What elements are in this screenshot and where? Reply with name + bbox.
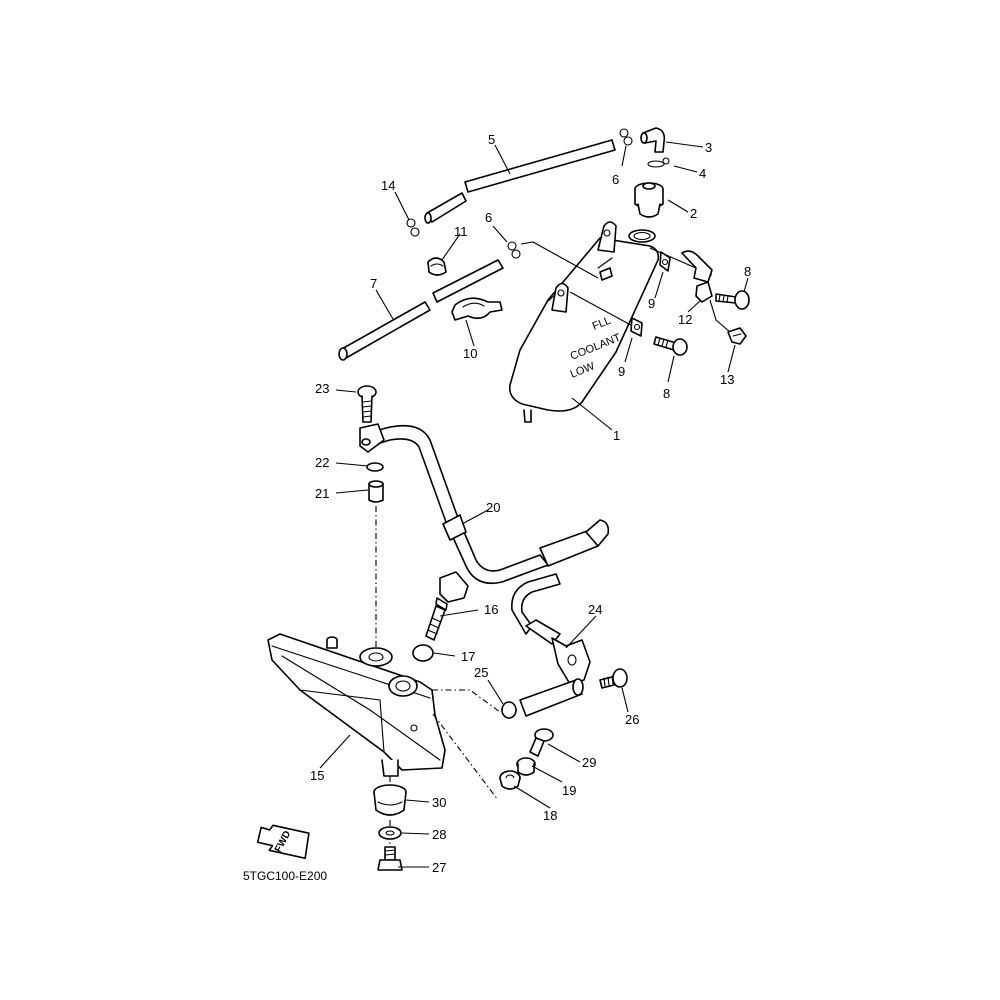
o-ring-17	[412, 644, 434, 662]
callout-18: 18	[543, 808, 557, 823]
clamp-10	[451, 297, 503, 321]
bolt-8-lower	[653, 336, 688, 356]
bracket-12	[681, 250, 713, 303]
callout-12: 12	[678, 312, 692, 327]
callout-9-lower: 9	[618, 364, 625, 379]
callout-25: 25	[474, 665, 488, 680]
clamp-6-lower	[507, 241, 521, 259]
clamp-6-upper	[619, 128, 633, 146]
oil-tank-15	[267, 633, 446, 777]
callout-6-upper: 6	[612, 172, 619, 187]
callout-26: 26	[625, 712, 639, 727]
callout-20: 20	[486, 500, 500, 515]
hose-5	[424, 139, 616, 224]
callout-5: 5	[488, 132, 495, 147]
o-ring-25	[501, 701, 517, 719]
hose-7	[338, 259, 504, 361]
collar-19	[516, 757, 536, 776]
bolt-8-upper	[715, 290, 750, 310]
stay-9-upper	[659, 251, 671, 272]
callout-8-upper: 8	[744, 264, 751, 279]
callout-19: 19	[562, 783, 576, 798]
callout-3: 3	[705, 140, 712, 155]
pipe-24	[511, 573, 591, 717]
callout-28: 28	[432, 827, 446, 842]
callout-11: 11	[454, 224, 468, 239]
callout-16: 16	[484, 602, 498, 617]
callout-10: 10	[463, 346, 477, 361]
callout-4: 4	[699, 166, 706, 181]
stay-9-lower	[630, 317, 643, 337]
dipstick-16	[425, 571, 469, 641]
clip-13	[727, 327, 747, 345]
callout-24: 24	[588, 602, 602, 617]
washer-28	[378, 826, 402, 840]
callout-21: 21	[315, 486, 329, 501]
cap-2	[634, 182, 664, 218]
callout-15: 15	[310, 768, 324, 783]
callout-6-lower: 6	[485, 210, 492, 225]
callout-8-lower: 8	[663, 386, 670, 401]
callout-13: 13	[720, 372, 734, 387]
callout-7: 7	[370, 276, 377, 291]
callout-14: 14	[381, 178, 395, 193]
damper-30	[373, 784, 407, 816]
elbow-3	[640, 127, 666, 153]
clamp-14	[406, 218, 420, 237]
callout-27: 27	[432, 860, 446, 875]
bolt-26	[599, 668, 628, 689]
bolt-27	[377, 846, 403, 871]
grommet-18	[499, 770, 521, 790]
callout-2: 2	[690, 206, 697, 221]
clip-4	[647, 157, 670, 168]
callout-29: 29	[582, 755, 596, 770]
pipe-20	[359, 423, 610, 585]
callout-30: 30	[432, 795, 446, 810]
fwd-arrow-icon: FWD	[256, 824, 310, 860]
bolt-23	[357, 385, 377, 423]
bolt-29	[529, 728, 554, 757]
callout-1: 1	[613, 428, 620, 443]
callout-9-upper: 9	[648, 296, 655, 311]
clamp-11	[427, 257, 447, 276]
collar-21	[368, 480, 384, 503]
callout-23: 23	[315, 381, 329, 396]
grommet-22	[366, 462, 384, 472]
callout-22: 22	[315, 455, 329, 470]
diagram-code: 5TGC100-E200	[243, 869, 327, 883]
callout-17: 17	[461, 649, 475, 664]
